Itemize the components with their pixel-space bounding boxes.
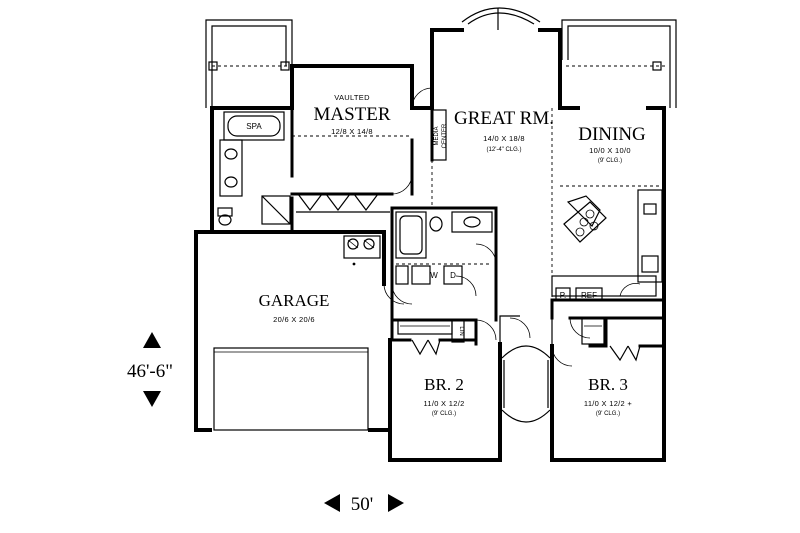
master-prefix: VAULTED [334,93,370,102]
br3-size: 11/0 X 12/2 + [584,399,632,408]
width-label: 50' [351,494,373,515]
depth-dimension: 46'-6" [127,332,173,407]
laundry [391,263,492,305]
dining-ceiling: (9' CLG.) [598,158,622,164]
garage-name: GARAGE [259,291,330,310]
hall-bath [395,211,497,265]
pantry-label: P. [560,291,567,300]
great-room-size: 14/0 X 18/8 [483,134,525,143]
garage-size: 20/6 X 20/6 [273,315,315,324]
right-patio [561,19,677,108]
br3-ceiling: (9' CLG.) [596,411,620,417]
great-room-name: GREAT RM. [454,108,554,129]
width-dimension: 50' [324,494,404,515]
dryer-label: D [450,271,456,280]
left-arrow-icon [324,494,340,512]
media-center-unit [411,87,447,161]
great-room-bay [461,7,541,30]
refrigerator-label: REF [581,291,597,300]
br2-name: BR. 2 [424,375,464,394]
br3-closet [551,317,641,367]
media-center-label-2: CENTER [442,123,448,148]
entry [499,315,553,423]
linen-label: LIN [458,326,464,335]
dining-size: 10/0 X 10/0 [589,146,631,155]
depth-label: 46'-6" [127,361,173,382]
down-arrow-icon [143,391,161,407]
up-arrow-icon [143,332,161,348]
washer-label: W [430,271,438,280]
master-closet [296,173,413,213]
master-name: MASTER [313,104,390,125]
right-arrow-icon [388,494,404,512]
dining-name: DINING [578,124,646,145]
master-size: 12/8 X 14/8 [331,127,373,136]
br2-size: 11/0 X 12/2 [423,399,464,408]
spa-label: SPA [246,122,262,131]
br2-ceiling: (9' CLG.) [432,411,456,417]
garage-details [213,235,405,431]
left-patio [205,19,293,108]
exterior-walls [194,28,666,462]
br2-closet [397,319,497,356]
great-room-ceiling: (12'-4" CLG.) [487,147,522,153]
media-center-label-1: MEDIA [434,126,440,145]
kitchen [551,189,663,301]
master-bath-fixtures [217,111,291,226]
br3-name: BR. 3 [588,375,628,394]
dashed-separations [292,108,664,300]
